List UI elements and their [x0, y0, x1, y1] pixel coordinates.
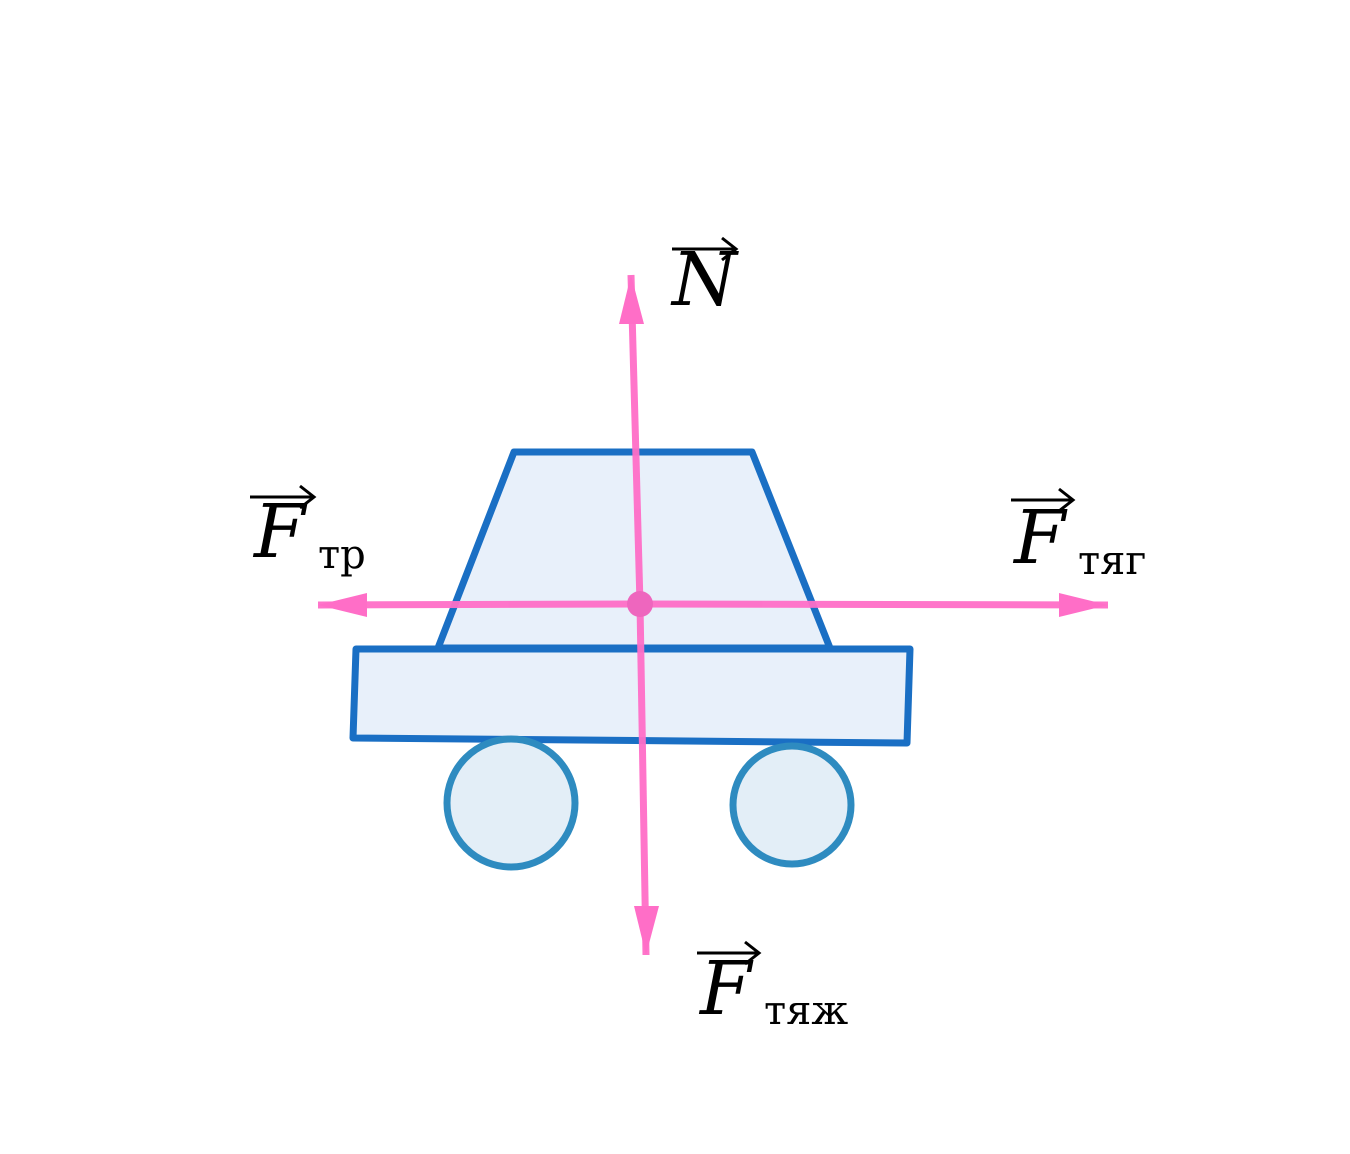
friction-force-subscript: тр [318, 532, 366, 578]
gravity-arrowhead [634, 906, 659, 955]
vector-arrow-tip [299, 484, 317, 510]
arrowheads [318, 275, 1108, 955]
gravity-force-subscript: тяж [764, 988, 848, 1034]
car-chassis [349, 645, 914, 747]
normal-force-symbol: N [670, 237, 739, 323]
vector-arrow-tip [721, 236, 739, 262]
label-normal: N [670, 236, 739, 323]
label-gravity: F тяж [697, 940, 848, 1034]
front-wheel [729, 742, 855, 868]
vector-arrow-tip [1058, 487, 1076, 513]
normal-force-arrow [627, 274, 644, 605]
label-friction: F тр [250, 484, 366, 578]
vector-arrow-tip [744, 940, 762, 966]
traction-force-symbol: F [1012, 495, 1068, 581]
label-traction: F тяг [1011, 487, 1146, 584]
gravity-force-symbol: F [698, 946, 754, 1032]
traction-force-subscript: тяг [1078, 538, 1146, 584]
friction-arrowhead [318, 593, 367, 617]
friction-force-symbol: F [252, 489, 308, 575]
traction-force-arrow [639, 600, 1109, 609]
normal-arrowhead [619, 275, 644, 324]
rear-wheel [443, 735, 579, 871]
gravity-force-arrow [636, 603, 650, 956]
force-vectors [317, 274, 1109, 956]
center-of-mass-point [627, 591, 653, 617]
friction-force-arrow [317, 600, 641, 609]
car [349, 448, 914, 871]
traction-arrowhead [1059, 593, 1108, 617]
